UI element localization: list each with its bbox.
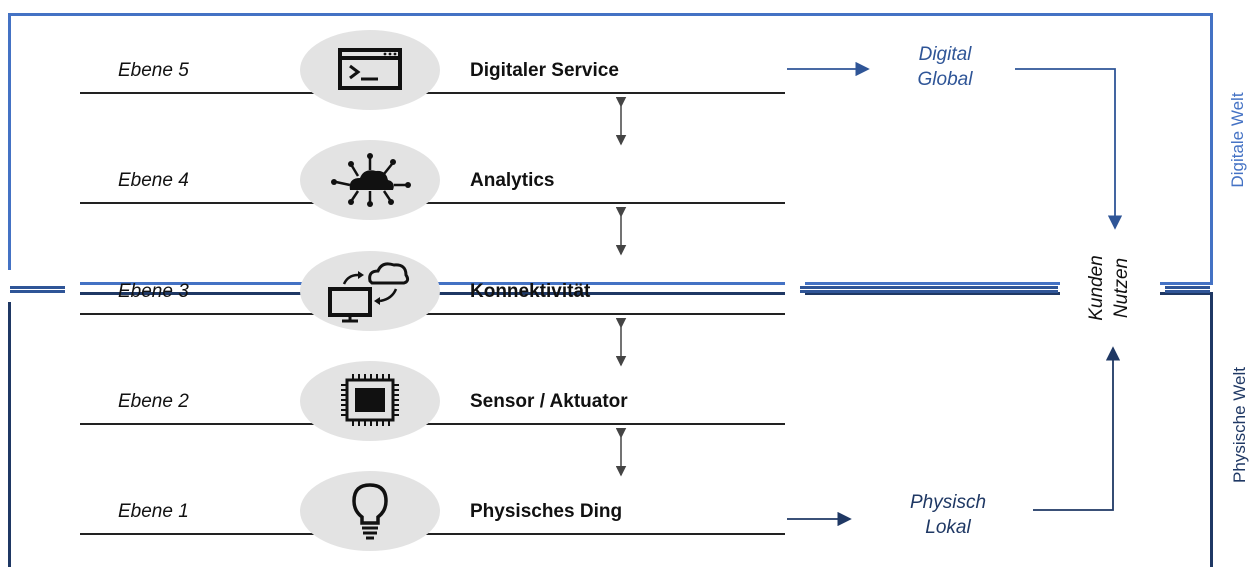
customer-label-line2: Nutzen <box>1111 257 1132 319</box>
level-label-1: Ebene 1 <box>118 501 189 522</box>
boundary-line-right <box>1165 286 1210 293</box>
digital-world-frame <box>8 13 1213 285</box>
level-label-4: Ebene 4 <box>118 170 189 191</box>
digital-label-line1: Digital <box>918 44 972 65</box>
physical-local-label: Physisch Lokal <box>868 490 1028 540</box>
layer-line-2 <box>80 423 785 425</box>
layer-line-1 <box>80 533 785 535</box>
layer-name-2: Sensor / Aktuator <box>470 391 628 412</box>
boundary-line-middle <box>800 286 1058 293</box>
terminal-window-icon <box>300 30 440 110</box>
layer-name-5: Digitaler Service <box>470 60 619 81</box>
level-label-3: Ebene 3 <box>118 281 189 302</box>
physical-label-line1: Physisch <box>909 492 987 513</box>
layer-line-3 <box>80 313 785 315</box>
level-label-5: Ebene 5 <box>118 60 189 81</box>
lightbulb-icon <box>300 471 440 551</box>
frame-gap-right <box>1060 270 1160 302</box>
layer-name-1: Physisches Ding <box>470 501 623 522</box>
physical-label-line2: Lokal <box>925 517 971 538</box>
layer-name-4: Analytics <box>470 170 555 191</box>
digital-world-label: Digitale Welt <box>1228 92 1247 188</box>
cloud-network-icon <box>300 140 440 220</box>
cloud-sync-monitor-icon <box>300 251 440 331</box>
boundary-line-left <box>10 286 65 293</box>
level-label-2: Ebene 2 <box>118 391 189 412</box>
physical-world-frame <box>8 292 1213 567</box>
physical-world-label: Physische Welt <box>1230 367 1249 483</box>
digital-global-label: Digital Global <box>880 42 1010 92</box>
digital-label-line2: Global <box>917 69 973 90</box>
layer-line-5 <box>80 92 785 94</box>
layer-name-3: Konnektivität <box>470 281 591 302</box>
customer-value-label: Kunden Nutzen <box>1084 228 1136 348</box>
microchip-icon <box>300 361 440 441</box>
frame-gap-mid <box>785 270 805 302</box>
customer-label-line1: Kunden <box>1086 255 1107 321</box>
layer-line-4 <box>80 202 785 204</box>
